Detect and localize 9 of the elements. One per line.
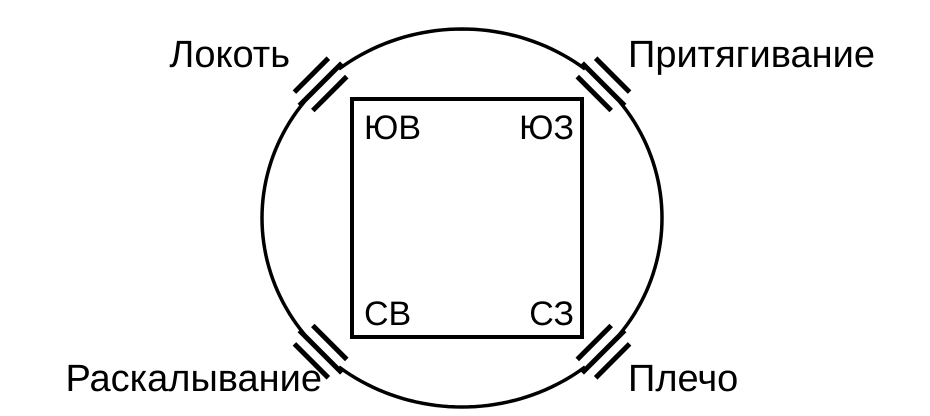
corner-caption: Плечо <box>628 360 738 398</box>
corner-caption: Раскалывание <box>65 360 322 398</box>
corner-label: ЮВ <box>364 111 422 145</box>
corner-caption: Притягивание <box>628 36 875 74</box>
corner-label: СЗ <box>529 297 574 331</box>
corner-label: ЮЗ <box>519 111 574 145</box>
corner-caption: Локоть <box>169 36 290 74</box>
square-outline <box>350 97 584 339</box>
corner-label: СВ <box>364 297 412 331</box>
